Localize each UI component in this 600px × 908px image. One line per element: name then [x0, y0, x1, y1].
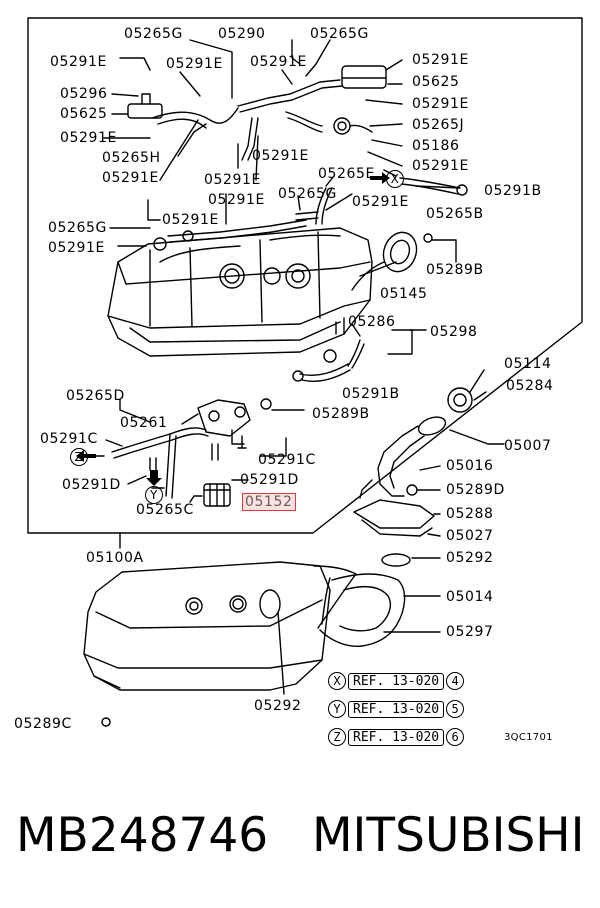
part-label: 05027	[446, 528, 494, 544]
part-label: 05265G	[278, 186, 337, 202]
part-label: 05265E	[318, 166, 375, 182]
part-label: 05291E	[166, 56, 223, 72]
part-label: 05289B	[426, 262, 484, 278]
part-label: 05265J	[412, 117, 465, 133]
part-label: 05289C	[14, 716, 72, 732]
part-label: 05291E	[412, 52, 469, 68]
part-label: 05291E	[48, 240, 105, 256]
part-label: 05291E	[352, 194, 409, 210]
callout-z-icon: Z	[70, 448, 88, 466]
part-label: 05114	[504, 356, 552, 372]
frame-outline	[27, 17, 583, 534]
part-label: 05265H	[102, 150, 161, 166]
ref-key-x: X	[328, 672, 346, 690]
part-label: 05291B	[484, 183, 542, 199]
part-label: 05297	[446, 624, 494, 640]
filler-pipe-05014	[319, 573, 406, 647]
ref-key-z: Z	[328, 728, 346, 746]
fuel-tank-upper	[107, 227, 373, 357]
canister-05625	[341, 65, 387, 89]
pump-unit-05145	[382, 231, 418, 273]
part-label: 05291E	[412, 96, 469, 112]
ref-num: 5	[446, 700, 465, 718]
part-label: 05265G	[48, 220, 107, 236]
part-label: 05292	[446, 550, 494, 566]
part-label: 05284	[506, 378, 554, 394]
part-label: 05261	[120, 415, 168, 431]
part-label: 05625	[412, 74, 460, 90]
gasket-05007	[417, 416, 447, 436]
part-label: 05007	[504, 438, 552, 454]
part-label: 05291E	[162, 212, 219, 228]
part-label: 05186	[412, 138, 460, 154]
part-label: 05291C	[258, 452, 316, 468]
part-label: 05291E	[102, 170, 159, 186]
ref-num: 6	[446, 728, 465, 746]
part-label: 05145	[380, 286, 428, 302]
part-label: 05291E	[412, 158, 469, 174]
part-label: 05291E	[50, 54, 107, 70]
part-label: 05290	[218, 26, 266, 42]
part-label: 05296	[60, 86, 108, 102]
part-label: 05100A	[86, 550, 144, 566]
part-label: 05265G	[310, 26, 369, 42]
nut-05289c	[101, 717, 111, 727]
part-label: 05291E	[204, 172, 261, 188]
part-label: 05291C	[40, 431, 98, 447]
part-label: 05291E	[208, 192, 265, 208]
part-label: 05265D	[66, 388, 125, 404]
fuel-tank-lower	[83, 561, 331, 691]
brand-name: MITSUBISHI	[312, 808, 585, 863]
part-label: 05292	[254, 698, 302, 714]
part-label: 05286	[348, 314, 396, 330]
plate-05288	[353, 499, 435, 529]
callout-x-icon: X	[386, 170, 404, 188]
part-label: 05291B	[342, 386, 400, 402]
sender-ring-05114	[447, 387, 473, 413]
part-label: 05291E	[60, 130, 117, 146]
hose-05291b	[399, 177, 461, 189]
band-05292	[381, 553, 411, 567]
part-label: 05014	[446, 589, 494, 605]
part-label: 05265B	[426, 206, 484, 222]
ref-text: REF. 13-020	[348, 729, 445, 746]
hose-05265c	[111, 427, 207, 453]
part-label: 05016	[446, 458, 494, 474]
footer-caption: MB248746 MITSUBISHI	[16, 808, 596, 878]
part-label: 05625	[60, 106, 108, 122]
ref-text: REF. 13-020	[348, 673, 445, 690]
part-label: 05291E	[250, 54, 307, 70]
ref-key-y: Y	[328, 700, 346, 718]
part-number-title: MB248746	[16, 808, 269, 863]
part-label: 05265G	[124, 26, 183, 42]
part-label: 05289D	[446, 482, 505, 498]
hose-upper-left	[151, 107, 239, 124]
part-label: 05288	[446, 506, 494, 522]
part-label-highlighted: 05152	[242, 493, 296, 511]
ref-text: REF. 13-020	[348, 701, 445, 718]
part-label: 05265C	[136, 502, 194, 518]
drawing-code: 3QC1701	[504, 732, 553, 743]
part-label: 05291E	[252, 148, 309, 164]
part-label: 05298	[430, 324, 478, 340]
ref-num: 4	[446, 672, 465, 690]
part-label: 05291D	[62, 477, 121, 493]
part-label: 05289B	[312, 406, 370, 422]
hose-upper-center	[237, 79, 341, 107]
fuel-tank-diagram-art	[27, 17, 583, 727]
callout-y-icon: Y	[145, 486, 163, 504]
part-label: 05291D	[240, 472, 299, 488]
